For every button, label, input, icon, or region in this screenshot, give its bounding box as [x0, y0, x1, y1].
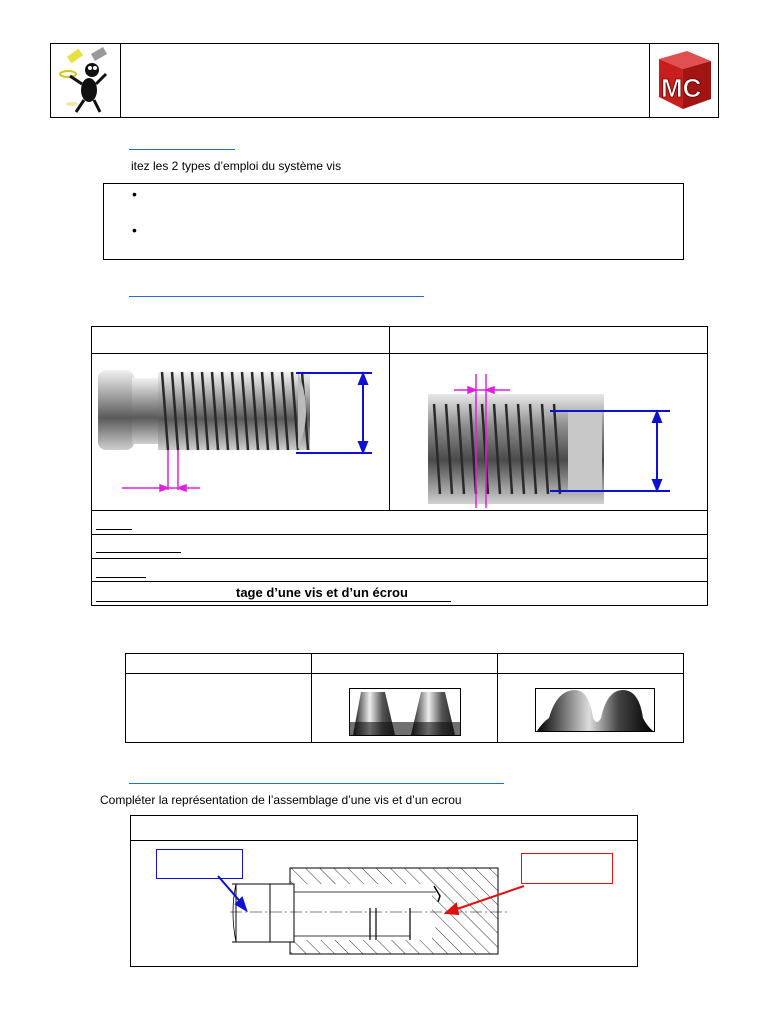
assembly-red-label-box: [521, 853, 613, 884]
row-2-underline: [96, 552, 181, 553]
mc-cube-logo: MC: [659, 51, 711, 109]
profile-table-divider-1: [311, 653, 312, 743]
section-3-title-rule: [129, 783, 504, 784]
exercise-1-question: itez les 2 types d’emploi du système vis: [131, 159, 342, 173]
profile-table-header-rule: [125, 673, 684, 674]
assembly-header-rule: [130, 840, 638, 841]
thread-table-caption: tage d’une vis et d’un écrou: [236, 585, 408, 600]
thread-table-row-1: [91, 510, 708, 511]
thread-table-row-4: [91, 581, 708, 582]
thread-profile-table: [125, 653, 684, 743]
assembly-drawing: [217, 867, 525, 955]
thread-table: [91, 326, 708, 606]
mc-logo-text: MC: [661, 73, 702, 103]
row-4-underline: [96, 601, 451, 602]
answer-box-1: [103, 183, 684, 260]
header-frame: [50, 43, 719, 118]
thread-table-col-divider: [389, 326, 390, 510]
assembly-frame: [130, 815, 638, 967]
section-2-title-rule: [129, 296, 424, 297]
screw-illustration: [98, 370, 372, 493]
cartoon-mascot-logo: [59, 47, 108, 113]
thread-table-header-rule: [91, 353, 708, 354]
thread-table-row-3: [91, 558, 708, 559]
answer-bullet-1: •: [132, 186, 137, 202]
nut-illustration: [428, 374, 670, 508]
answer-bullet-2: •: [132, 222, 137, 238]
row-3-underline: [96, 577, 146, 578]
assembly-blue-label-box: [156, 849, 243, 879]
header-divider-right: [649, 43, 650, 118]
section-1-title-rule: [129, 149, 235, 150]
profile-table-divider-2: [497, 653, 498, 743]
row-1-underline: [96, 529, 132, 530]
round-thread-profile: [535, 688, 655, 732]
header-divider-left: [120, 43, 121, 118]
thread-table-row-2: [91, 534, 708, 535]
exercise-3-instruction: Compléter la représentation de l’assembl…: [100, 793, 462, 807]
triangular-thread-profile: [349, 688, 461, 736]
